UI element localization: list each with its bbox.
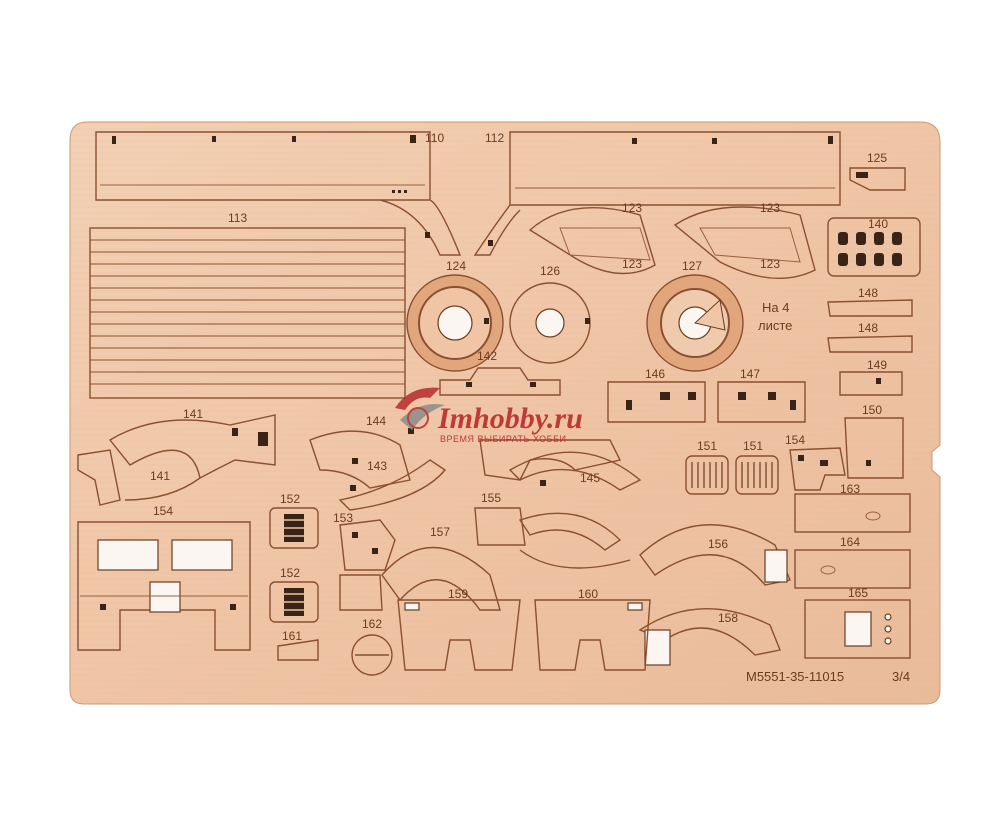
part-label: 151: [743, 439, 763, 453]
part-165: 165: [804, 586, 911, 659]
part-label: 160: [578, 587, 598, 601]
plywood-sheet: [69, 121, 941, 705]
part-141: 141 141: [77, 407, 276, 506]
note-line-2: листе: [758, 318, 792, 333]
part-label: 123: [622, 201, 642, 215]
part-145: 145: [479, 439, 642, 491]
part-label: 154: [785, 433, 805, 447]
part-153: 153: [333, 511, 396, 571]
part-140: 140: [827, 217, 921, 277]
part-148-a: 148: [827, 286, 913, 317]
part-155: 155: [474, 491, 631, 569]
part-label: 123: [760, 201, 780, 215]
part-label: 125: [867, 151, 887, 165]
part-label: 154: [153, 504, 173, 518]
part-110: 110: [95, 131, 462, 256]
sheet-note: На 4 листе: [758, 300, 792, 333]
part-147: 147: [717, 367, 806, 423]
sheet-page-label: 3/4: [892, 669, 910, 684]
part-label: 156: [708, 537, 728, 551]
part-label: 145: [580, 471, 600, 485]
part-160: 160: [534, 587, 651, 671]
part-150: 150: [844, 403, 904, 479]
part-label: 150: [862, 403, 882, 417]
part-113: 113: [89, 211, 406, 399]
watermark-tagline: ВРЕМЯ ВЫБИРАТЬ ХОББИ: [440, 434, 566, 444]
part-156: 156: [639, 524, 791, 586]
part-label: 142: [477, 349, 497, 363]
part-label: 152: [280, 566, 300, 580]
part-151-a: 151: [685, 439, 729, 495]
part-125: 125: [849, 151, 906, 191]
part-154-small: 154: [785, 433, 846, 491]
part-label: 151: [697, 439, 717, 453]
part-161: 161: [277, 629, 319, 661]
part-label: 146: [645, 367, 665, 381]
part-126: 126: [509, 264, 591, 364]
part-label: 153: [333, 511, 353, 525]
part-164: 164: [794, 535, 911, 589]
part-label: 123: [622, 257, 642, 271]
part-149: 149: [839, 358, 903, 396]
part-label: 141: [150, 469, 170, 483]
part-label: 143: [367, 459, 387, 473]
part-143: 143 144: [309, 414, 447, 511]
part-label: 165: [848, 586, 868, 600]
watermark: Imhobby.ru ВРЕМЯ ВЫБИРАТЬ ХОББИ: [395, 387, 583, 444]
part-label: 163: [840, 482, 860, 496]
note-line-1: На 4: [762, 300, 789, 315]
part-label: 159: [448, 587, 468, 601]
part-152-b: 152: [269, 566, 319, 623]
part-159: 159: [397, 587, 521, 671]
part-label: 164: [840, 535, 860, 549]
part-label: 126: [540, 264, 560, 278]
part-146: 146: [607, 367, 706, 423]
part-label: 112: [485, 131, 504, 145]
watermark-title: Imhobby.ru: [437, 402, 583, 435]
part-label: 149: [867, 358, 887, 372]
part-label: 140: [868, 217, 888, 231]
part-112: 112: [473, 131, 841, 256]
part-label: 144: [366, 414, 386, 428]
part-label: 158: [718, 611, 738, 625]
part-label: 155: [481, 491, 501, 505]
part-123-left: 123 123: [528, 201, 656, 275]
part-163: 163: [794, 482, 911, 533]
part-label: 147: [740, 367, 760, 381]
part-label: 152: [280, 492, 300, 506]
part-157: 157: [339, 525, 501, 611]
part-label: 148: [858, 321, 878, 335]
part-label: 148: [858, 286, 878, 300]
part-label: 141: [183, 407, 203, 421]
part-label: 113: [228, 211, 247, 225]
part-158: 158: [638, 608, 781, 666]
part-label: 162: [362, 617, 382, 631]
part-152-a: 152: [269, 492, 319, 549]
part-142: 142: [439, 349, 561, 396]
part-124: 124: [406, 259, 504, 372]
part-148-b: 148: [827, 321, 913, 353]
part-label: 110: [425, 131, 444, 145]
part-162: 162: [351, 617, 393, 676]
sheet-code: M5551-35-11015 3/4: [746, 669, 910, 684]
part-label: 124: [446, 259, 466, 273]
part-154-cab: 154: [77, 504, 251, 651]
part-label: 157: [430, 525, 450, 539]
part-151-b: 151: [735, 439, 779, 495]
part-label: 161: [282, 629, 302, 643]
part-label: 127: [682, 259, 702, 273]
watermark-logo-icon: [395, 387, 445, 430]
part-label: 123: [760, 257, 780, 271]
part-123-right: 123 123: [673, 201, 816, 279]
sheet-code-label: M5551-35-11015: [746, 669, 844, 684]
part-127: 127: [646, 259, 744, 372]
